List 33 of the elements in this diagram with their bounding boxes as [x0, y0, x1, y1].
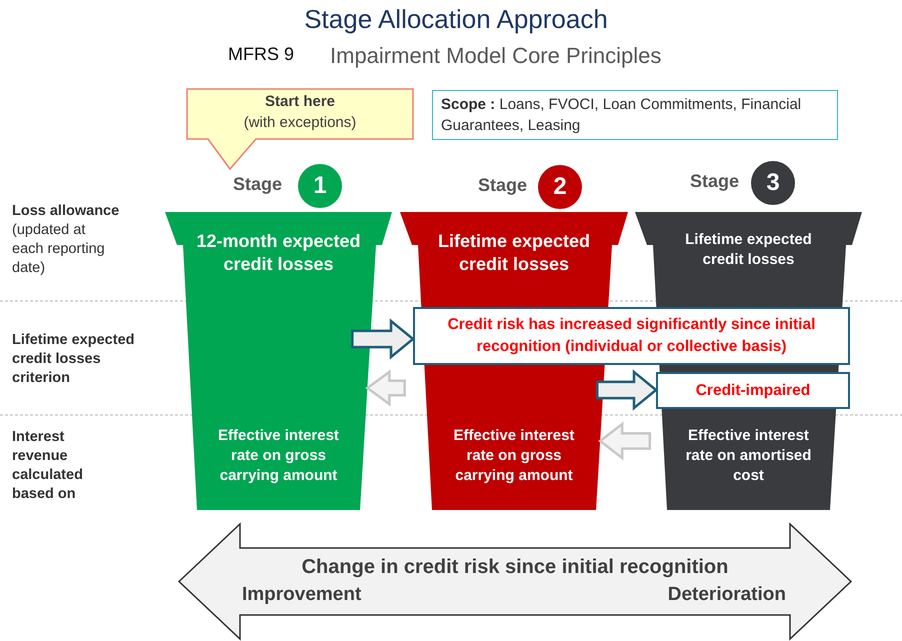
scope-box [432, 90, 838, 140]
stage-heading: Lifetime expected credit losses [436, 230, 592, 276]
diagram-title: Stage Allocation Approach [303, 4, 609, 35]
stage-description: Effective interest rate on gross carrying amount [217, 426, 340, 486]
stage-label: Stage [233, 174, 282, 195]
band-end-label: Deterioration [668, 584, 786, 606]
block-arrow [365, 370, 406, 406]
stage-number-badge: 2 [538, 165, 582, 209]
criterion-text: Credit risk has increased significantly since initial recognition (individual or collective basis) [446, 315, 816, 357]
row-label: (updated at each reporting date) [12, 221, 106, 278]
row-label: Interest revenue calculated based on [12, 428, 84, 504]
block-arrow [351, 318, 415, 360]
row-label: Lifetime expected credit losses criterion [12, 331, 136, 388]
stage-heading: 12-month expected credit losses [195, 230, 362, 276]
stage-number-badge: 3 [751, 161, 795, 205]
stage-label: Stage [478, 175, 528, 196]
standard-label: MFRS 9 [228, 44, 294, 65]
scope-text: Scope : Loans, FVOCI, Loan Commitments, Financial Guarantees, Leasing [441, 95, 802, 136]
stage-number-badge: 1 [298, 164, 342, 208]
block-arrow [596, 369, 658, 411]
stage-label: Stage [690, 171, 740, 192]
stage-heading: Lifetime expected credit losses [684, 230, 813, 270]
subtitle: Impairment Model Core Principles [330, 43, 662, 69]
stage-description: Effective interest rate on gross carrying amount [452, 426, 576, 486]
stage-description: Effective interest rate on amortised cost [684, 426, 812, 486]
criterion-text: Credit-impaired [694, 380, 812, 400]
callout-text: (with exceptions) [242, 114, 358, 131]
block-arrow [598, 421, 652, 461]
callout-heading: Start here [264, 93, 336, 110]
band-title: Change in credit risk since initial recognition [300, 556, 730, 579]
criterion-box [413, 307, 850, 365]
band-end-label: Improvement [242, 584, 362, 606]
row-label: Loss allowance [12, 202, 120, 221]
